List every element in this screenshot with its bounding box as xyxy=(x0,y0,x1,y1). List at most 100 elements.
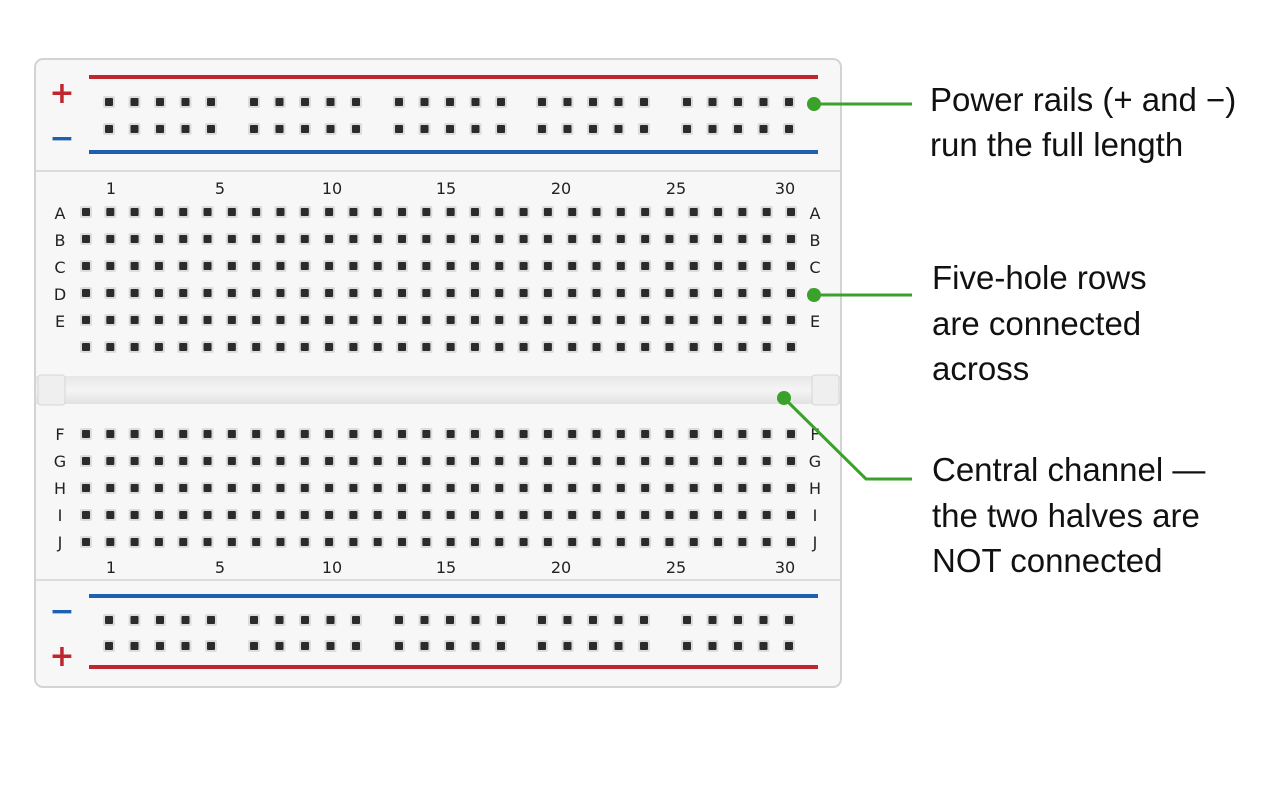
terminal-hole xyxy=(736,509,749,521)
rail-hole xyxy=(783,96,795,108)
terminal-hole xyxy=(274,482,287,494)
terminal-hole xyxy=(760,341,773,353)
terminal-hole xyxy=(736,455,749,467)
row-label-right: C xyxy=(809,258,820,277)
terminal-hole xyxy=(225,482,238,494)
row-label-left: E xyxy=(55,312,65,331)
terminal-hole xyxy=(80,314,92,326)
channel-notch-right xyxy=(811,374,840,406)
terminal-hole xyxy=(541,206,554,218)
terminal-hole xyxy=(663,233,676,245)
terminal-hole xyxy=(493,428,506,440)
terminal-hole xyxy=(639,341,652,353)
rail-hole xyxy=(350,96,362,108)
terminal-hole xyxy=(104,314,117,326)
terminal-hole xyxy=(152,482,165,494)
terminal-hole xyxy=(590,455,603,467)
terminal-hole xyxy=(177,509,190,521)
terminal-hole xyxy=(736,314,749,326)
column-label-top: 10 xyxy=(322,179,342,198)
rail-hole xyxy=(561,96,574,108)
terminal-hole xyxy=(493,341,506,353)
terminal-hole xyxy=(590,536,603,548)
terminal-hole xyxy=(639,482,652,494)
terminal-hole xyxy=(663,428,676,440)
row-label-right: H xyxy=(809,479,821,498)
rail-hole xyxy=(612,123,625,135)
terminal-hole xyxy=(590,341,603,353)
terminal-hole xyxy=(298,206,311,218)
terminal-hole xyxy=(687,287,700,299)
column-label-top: 25 xyxy=(666,179,686,198)
rail-hole xyxy=(495,640,507,652)
terminal-hole xyxy=(371,314,384,326)
terminal-hole xyxy=(347,314,360,326)
column-label-bottom: 15 xyxy=(436,558,456,577)
terminal-hole xyxy=(541,482,554,494)
terminal-hole xyxy=(347,428,360,440)
terminal-hole xyxy=(80,482,92,494)
row-label-left: B xyxy=(55,231,66,250)
terminal-hole xyxy=(590,260,603,272)
terminal-hole xyxy=(785,314,797,326)
rail-hole xyxy=(324,614,337,626)
terminal-hole xyxy=(785,428,797,440)
row-label-left: A xyxy=(55,204,66,223)
terminal-hole xyxy=(201,455,214,467)
terminal-hole xyxy=(614,455,627,467)
rail-hole xyxy=(536,614,548,626)
callout-five-hole-rows-line-1: Five-hole rows xyxy=(932,259,1147,296)
terminal-hole xyxy=(225,233,238,245)
rail-hole xyxy=(299,123,311,135)
row-label-right: B xyxy=(810,231,821,250)
terminal-hole xyxy=(323,455,336,467)
terminal-hole xyxy=(152,206,165,218)
terminal-hole xyxy=(590,509,603,521)
terminal-hole xyxy=(80,287,92,299)
terminal-hole xyxy=(444,260,457,272)
terminal-hole xyxy=(468,482,481,494)
rail-hole xyxy=(350,640,362,652)
terminal-hole xyxy=(128,341,141,353)
terminal-hole xyxy=(250,233,263,245)
rail-hole xyxy=(612,96,625,108)
terminal-hole xyxy=(590,287,603,299)
terminal-hole xyxy=(785,536,797,548)
callout-power-rails-line-2: run the full length xyxy=(930,126,1183,163)
terminal-hole xyxy=(104,509,117,521)
rail-hole xyxy=(179,614,192,626)
terminal-hole xyxy=(712,206,725,218)
rail-hole xyxy=(393,123,405,135)
rail-hole xyxy=(561,123,574,135)
terminal-hole xyxy=(541,455,554,467)
rail-hole xyxy=(128,123,141,135)
rail-hole xyxy=(536,96,548,108)
terminal-hole xyxy=(298,509,311,521)
terminal-hole xyxy=(566,536,579,548)
column-label-bottom: 10 xyxy=(322,558,342,577)
rail-hole xyxy=(469,123,482,135)
terminal-hole xyxy=(371,482,384,494)
terminal-hole xyxy=(298,428,311,440)
terminal-hole xyxy=(663,314,676,326)
terminal-hole xyxy=(201,428,214,440)
rail-hole xyxy=(128,640,141,652)
rail-hole xyxy=(154,640,166,652)
terminal-hole xyxy=(104,341,117,353)
rail-hole xyxy=(757,123,770,135)
terminal-hole xyxy=(250,455,263,467)
rail-hole xyxy=(732,640,744,652)
terminal-hole xyxy=(614,428,627,440)
rail-hole xyxy=(179,123,192,135)
rail-hole xyxy=(495,123,507,135)
terminal-hole xyxy=(712,482,725,494)
terminal-hole xyxy=(177,206,190,218)
terminal-hole xyxy=(104,455,117,467)
rail-hole xyxy=(205,640,217,652)
terminal-hole xyxy=(785,509,797,521)
rail-hole xyxy=(783,614,795,626)
rail-hole xyxy=(681,614,693,626)
terminal-hole xyxy=(128,455,141,467)
rail-hole xyxy=(469,96,482,108)
channel-notch-left xyxy=(37,374,66,406)
